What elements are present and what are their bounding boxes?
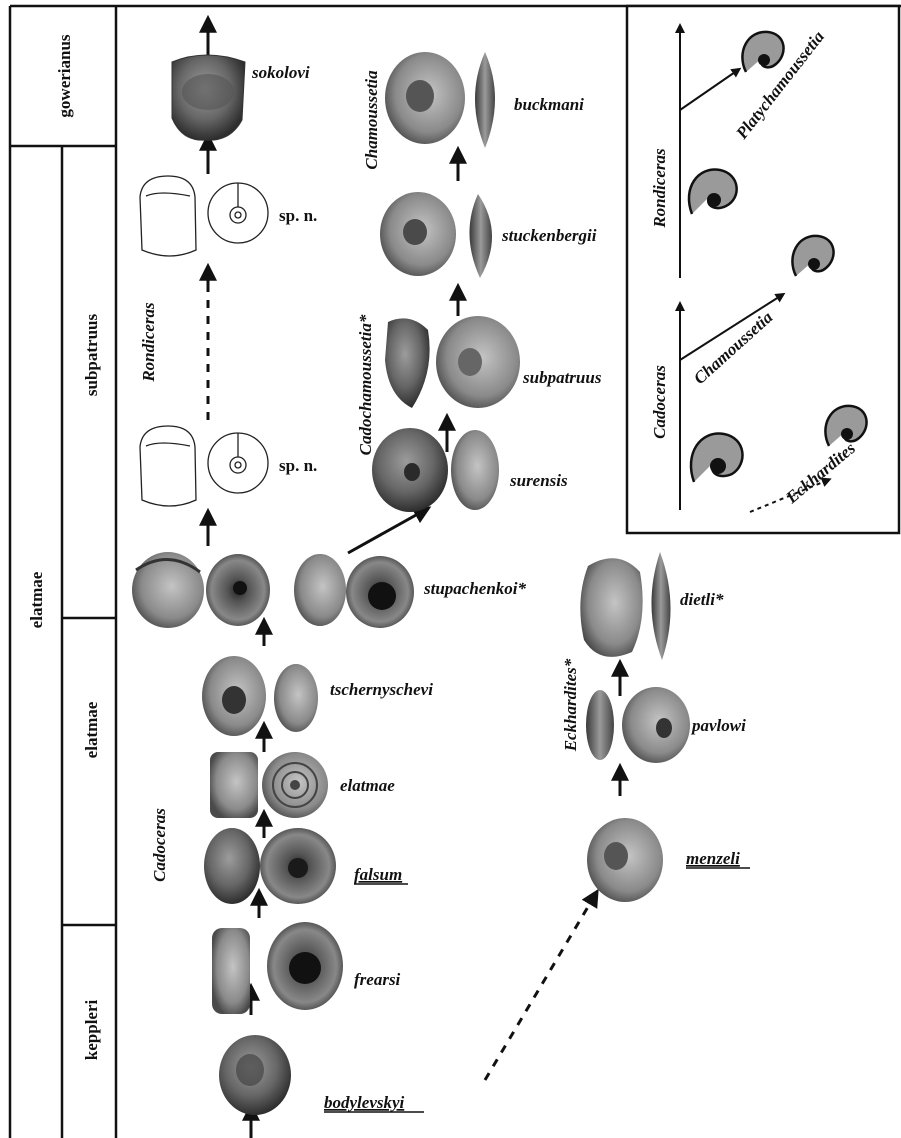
genus-eckhardites: Eckhardites*	[561, 658, 580, 752]
shell-stuckenbergii	[380, 192, 492, 278]
label-stuckenbergii: stuckenbergii	[501, 226, 597, 245]
shell-menzeli	[587, 818, 663, 902]
label-spn-upper: sp. n.	[279, 206, 317, 225]
shell-stupachenkoi-right	[294, 554, 414, 628]
subzone-subpatruus: subpatruus	[82, 314, 101, 397]
zone-gowerianus: gowerianus	[55, 34, 74, 118]
label-stupachenkoi: stupachenkoi*	[423, 579, 527, 598]
label-frearsi: frearsi	[354, 970, 401, 989]
label-menzeli: menzeli	[686, 849, 740, 868]
shell-subpatruus	[385, 316, 520, 408]
label-pavlowi: pavlowi	[690, 716, 746, 735]
shell-spn-lower	[140, 426, 268, 506]
inset-label-rondiceras: Rondiceras	[650, 148, 669, 229]
shell-buckmani	[385, 52, 495, 148]
label-sokolovi: sokolovi	[251, 63, 310, 82]
label-dietli: dietli*	[680, 590, 724, 609]
shell-surensis	[372, 428, 499, 512]
specimens	[132, 52, 690, 1115]
inset-label-cadoceras: Cadoceras	[650, 365, 669, 439]
genus-cadochamoussetia: Cadochamoussetia*	[356, 314, 375, 455]
subzone-elatmae: elatmae	[82, 701, 101, 758]
shell-pavlowi	[586, 687, 690, 763]
genus-chamoussetia: Chamoussetia	[362, 70, 381, 170]
shell-bodylevskyi	[219, 1035, 291, 1115]
label-surensis: surensis	[509, 471, 568, 490]
label-falsum: falsum	[354, 865, 402, 884]
label-elatmae: elatmae	[340, 776, 395, 795]
shell-dietli	[580, 552, 670, 660]
genus-rondiceras: Rondiceras	[139, 302, 158, 383]
shell-sokolovi	[172, 55, 245, 140]
label-bodylevskyi: bodylevskyi	[324, 1093, 405, 1112]
subzone-keppleri: keppleri	[82, 1000, 101, 1061]
shell-falsum	[204, 828, 336, 904]
shell-stupachenkoi-left	[132, 552, 270, 628]
genus-cadoceras: Cadoceras	[150, 808, 169, 882]
label-subpatruus: subpatruus	[522, 368, 602, 387]
label-spn-lower: sp. n.	[279, 456, 317, 475]
shell-elatmae	[210, 752, 328, 818]
zone-elatmae-main: elatmae	[27, 571, 46, 628]
label-tschernyschevi: tschernyschevi	[330, 680, 433, 699]
shell-frearsi	[212, 922, 343, 1014]
shell-tschernyschevi	[202, 656, 318, 736]
shell-spn-upper	[140, 176, 268, 256]
label-buckmani: buckmani	[514, 95, 584, 114]
inset-panel: Rondiceras Platychamoussetia Cadoceras C…	[627, 6, 899, 533]
